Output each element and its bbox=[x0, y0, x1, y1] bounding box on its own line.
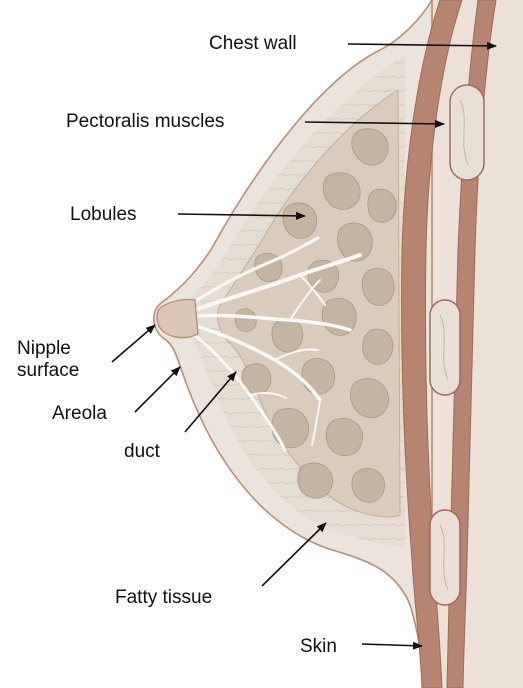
rib bbox=[450, 85, 484, 180]
nipple bbox=[157, 299, 198, 337]
label-chest-wall: Chest wall bbox=[209, 33, 297, 55]
lobule bbox=[363, 329, 393, 364]
arrow-areola bbox=[135, 367, 180, 412]
label-nipple-line1: Nipple bbox=[17, 338, 79, 360]
lobule bbox=[235, 309, 256, 332]
lobule bbox=[272, 318, 303, 352]
lobule bbox=[298, 463, 333, 498]
lobule bbox=[326, 418, 363, 455]
label-duct: duct bbox=[124, 441, 160, 463]
label-nipple-surface: Nipple surface bbox=[17, 338, 79, 382]
lobule bbox=[368, 189, 396, 222]
label-skin: Skin bbox=[300, 636, 337, 658]
label-nipple-line2: surface bbox=[17, 360, 79, 382]
label-lobules: Lobules bbox=[70, 204, 137, 226]
rib bbox=[430, 300, 460, 395]
rib bbox=[430, 510, 460, 605]
arrow-skin bbox=[362, 644, 422, 646]
label-areola: Areola bbox=[52, 403, 107, 425]
label-pectoralis-muscles: Pectoralis muscles bbox=[66, 111, 224, 133]
lobule bbox=[272, 408, 309, 447]
lobule bbox=[352, 468, 385, 502]
arrow-nipple bbox=[112, 325, 155, 362]
label-fatty-tissue: Fatty tissue bbox=[115, 587, 212, 609]
lobule bbox=[302, 358, 335, 394]
